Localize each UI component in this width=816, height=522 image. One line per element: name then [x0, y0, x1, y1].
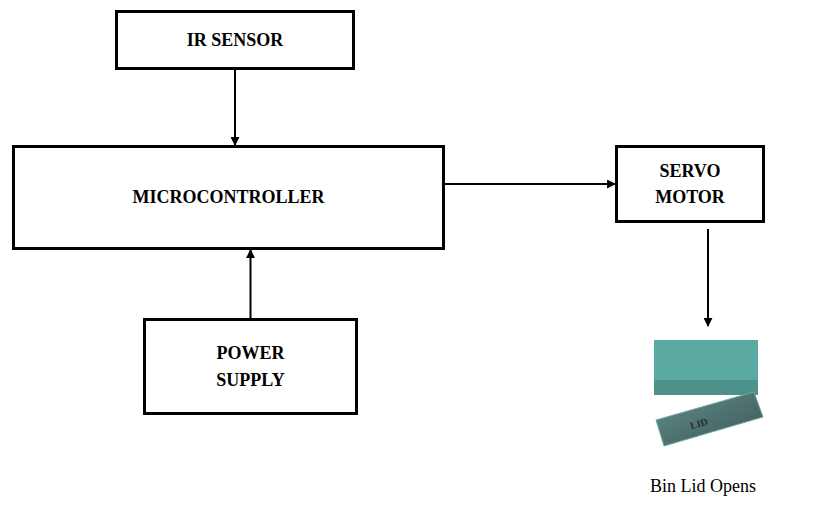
signal-arrow: [250, 250, 252, 318]
box-label: SERVO MOTOR: [650, 158, 730, 210]
box-label: POWER SUPPLY: [206, 340, 296, 392]
signal-arrow: [234, 70, 236, 145]
bin-body: [654, 340, 758, 380]
box-label: MICROCONTROLLER: [132, 184, 324, 210]
signal-arrow: [445, 183, 615, 185]
process-box: IR SENSOR: [115, 10, 355, 70]
process-box: POWER SUPPLY: [143, 318, 358, 415]
box-label: IR SENSOR: [187, 27, 284, 53]
process-box: MICROCONTROLLER: [12, 145, 445, 250]
process-box: SERVO MOTOR: [615, 145, 765, 223]
servo-to-lid-arrow: [707, 229, 709, 326]
caption-note: Bin Lid Opens: [650, 476, 756, 497]
bin-body-lower: [654, 380, 758, 395]
bin-lid: [656, 392, 763, 446]
